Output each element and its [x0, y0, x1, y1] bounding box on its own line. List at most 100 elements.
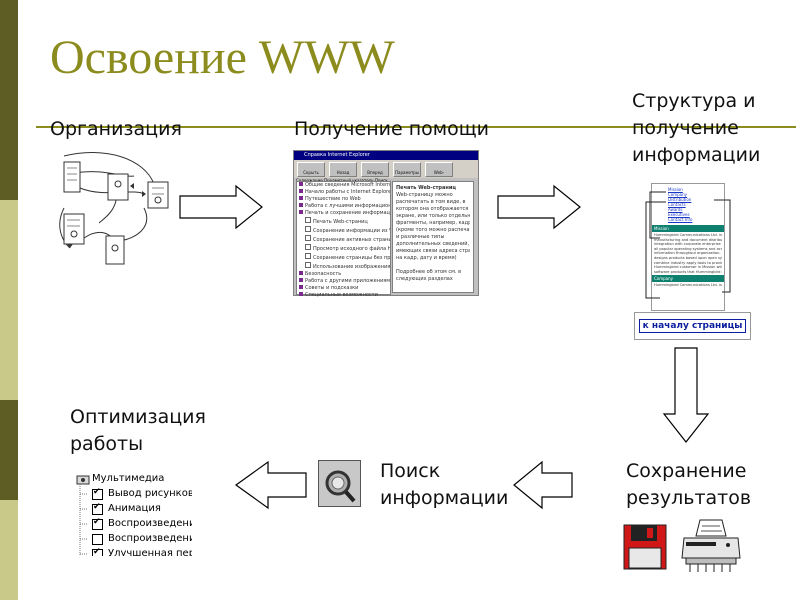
floppy-disk-icon: [623, 524, 667, 570]
structure-link: Contacts: [668, 202, 686, 207]
help-page-icon: [305, 217, 311, 223]
structure-text-line: all popular operating systems and across: [654, 246, 722, 251]
search-magnifier-icon: [325, 470, 356, 503]
help-article-line: котором она отображается на: [396, 206, 470, 212]
documents-network-icon: [59, 152, 169, 265]
structure-link: Awards: [668, 207, 683, 212]
help-article-line: Подробнее об этом см. в: [396, 269, 462, 275]
help-tree-item: Сохранение информации из Web-страниц: [297, 226, 390, 235]
arrow-down: [662, 347, 710, 443]
printer-icon: [681, 519, 741, 572]
help-window-thumbnail: Справка Internet Explorer Скрыть Назад В…: [293, 150, 479, 298]
help-page-icon: [305, 226, 311, 232]
help-tree-item: Использование изображения в качест: [297, 262, 390, 271]
book-icon: [299, 189, 303, 193]
title-underline: [36, 126, 796, 128]
multimedia-checkbox[interactable]: [92, 487, 103, 500]
help-tree-item-label: Работа с другими приложениями: [305, 278, 390, 284]
arrow-left-1: [513, 460, 573, 510]
help-article-line: следующих разделах: [396, 276, 453, 282]
help-tool-web: Web-: [425, 162, 453, 177]
help-tree-item: Просмотр исходного файла HTML стр: [297, 244, 390, 253]
back-to-top-label: к началу страницы: [638, 319, 747, 333]
help-article-line: фрагменты, например, кадры: [396, 220, 470, 226]
back-to-top-button: к началу страницы: [634, 312, 751, 340]
help-tree-item-label: Сохранение информации из Web-страниц: [313, 228, 390, 234]
label-optimization: Оптимизация работы: [70, 404, 206, 458]
multimedia-checkbox[interactable]: [92, 534, 103, 545]
help-window-toolbar: Скрыть Назад Вперед Параметры Web-: [294, 160, 478, 178]
multimedia-checkbox[interactable]: [92, 517, 103, 530]
help-tree-item-label: Общие сведения Microsoft Internet Explor…: [305, 182, 390, 188]
help-tree-item-label: Безопасность: [305, 271, 342, 277]
left-strip-dark-mid: [0, 400, 18, 500]
multimedia-option-label: Воспроизведение видео: [108, 533, 192, 544]
structure-text-line: integration with corporate enterprise ne…: [654, 242, 722, 247]
help-tree-item-label: Советы и подсказки: [305, 285, 359, 291]
label-structure-line-1: Структура и: [632, 90, 756, 112]
help-tree-item: Путешествие по Web: [297, 196, 390, 203]
label-structure-line-3: информации: [632, 144, 761, 166]
label-structure-line-2: получение: [632, 117, 739, 139]
help-tree-item: Советы и подсказки: [297, 285, 390, 292]
arrow-right-1: [179, 184, 263, 230]
help-article-line: (кроме того можно распечатать: [396, 227, 470, 233]
help-contents-tree: Общие сведения Microsoft Internet Explor…: [296, 181, 391, 298]
label-structure: Структура и получение информации: [632, 88, 760, 169]
help-tree-item: Специальные возможности: [297, 292, 390, 299]
structure-link: Distribution: [668, 197, 692, 202]
help-article-line: имеющих связи адреса страницы,: [396, 248, 470, 254]
help-tree-item: Безопасность: [297, 271, 390, 278]
help-tree-item: Сохранение активных страниц: [297, 235, 390, 244]
help-article-line: дополнительных сведений, не: [396, 241, 470, 247]
help-tree-item: Начало работы с Internet Explorer: [297, 189, 390, 196]
label-search: Поиск информации: [380, 458, 508, 512]
structure-link: Contact Info: [668, 217, 693, 222]
left-strip-light-2: [0, 500, 18, 600]
help-tree-item: Общие сведения Microsoft Internet Explor…: [297, 182, 390, 189]
help-tree-item-label: Специальные возможности: [305, 292, 378, 298]
help-page-icon: [305, 235, 311, 241]
help-article-title: Печать Web-страниц: [396, 185, 457, 191]
label-help: Получение помощи: [294, 118, 489, 140]
help-tree-item-label: Просмотр исходного файла HTML стр: [313, 246, 390, 252]
structure-text-line: Hummingbird Communications Ltd. is a: [654, 283, 722, 288]
help-window-tabs: Содержание Предметный указатель Поиск: [296, 178, 388, 183]
help-article-line: и различные типы: [396, 234, 445, 240]
search-icon-box: [318, 460, 361, 507]
tree-lines: [79, 484, 88, 556]
help-tool-options: Параметры: [393, 162, 421, 177]
structure-text-line: Hummingbird customer in Mission with th: [654, 265, 722, 270]
book-icon: [299, 210, 303, 214]
help-tree-item-label: Путешествие по Web: [305, 196, 361, 202]
help-tool-forward: Вперед: [361, 162, 389, 177]
help-tree-item: Работа с другими приложениями: [297, 278, 390, 285]
multimedia-folder-icon: [76, 475, 90, 485]
label-save-line-1: Сохранение: [626, 460, 747, 482]
structure-text-line: software products that Hummingbird comb: [654, 269, 722, 274]
help-tree-item: Печать и сохранение информации: [297, 210, 390, 217]
book-icon: [299, 292, 303, 296]
help-window-titlebar: Справка Internet Explorer: [294, 151, 478, 160]
multimedia-settings-thumbnail: Мультимедиа Вывод рисунковАнимацияВоспро…: [70, 470, 192, 556]
multimedia-header: Мультимедиа: [92, 473, 165, 484]
arrow-left-2: [234, 460, 307, 510]
structure-text-line: Hummingbird Communications Ltd. is ou: [654, 233, 722, 237]
multimedia-checkbox[interactable]: [92, 502, 103, 515]
multimedia-checkbox[interactable]: [92, 547, 103, 556]
structure-text-line: manufacturing and document distribution: [654, 237, 722, 242]
structure-band-2: Company: [652, 275, 724, 283]
slide-title: Освоение WWW: [50, 31, 395, 84]
help-tree-item: Работа с лучшими информационными материа…: [297, 203, 390, 210]
structure-text-line: designs products based upon open system: [654, 255, 722, 260]
help-tree-item-label: Начало работы с Internet Explorer: [305, 189, 390, 195]
label-organization: Организация: [50, 118, 182, 140]
multimedia-option-label: Воспроизведение звуков: [108, 518, 192, 529]
help-tree-item-label: Печать Web-страниц: [313, 219, 368, 225]
left-strip-light-1: [0, 200, 18, 400]
label-save: Сохранение результатов: [626, 458, 751, 512]
